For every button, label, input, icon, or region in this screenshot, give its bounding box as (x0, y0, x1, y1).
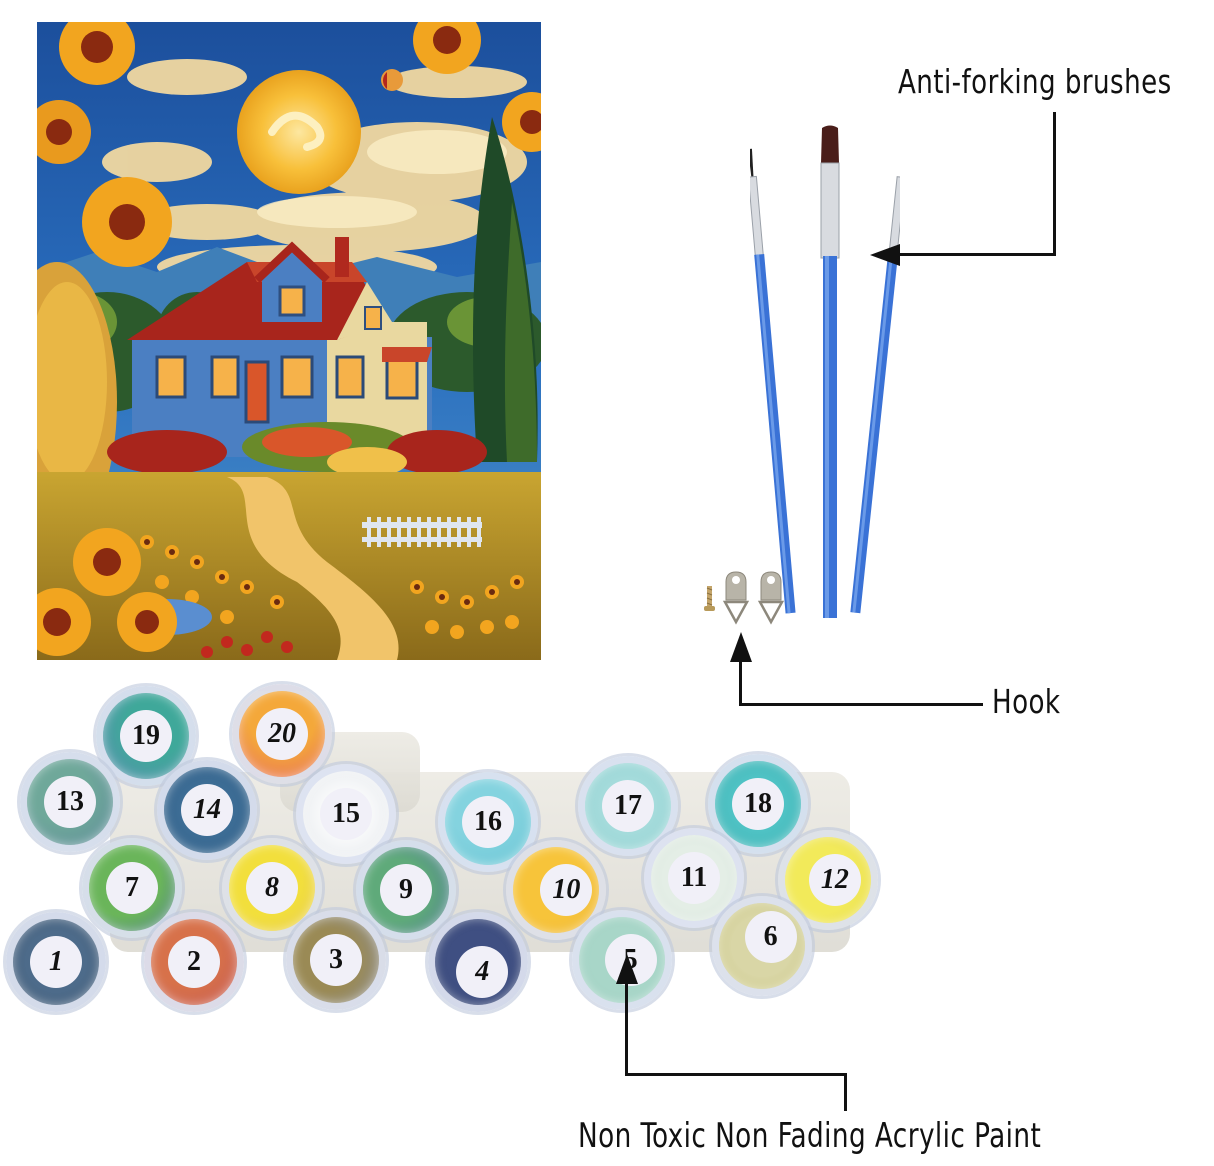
arrow-left-icon (870, 244, 900, 266)
paint-pot-number: 3 (310, 934, 362, 986)
paint-pot-number: 8 (246, 862, 298, 914)
paint-pot-4: 4 (428, 912, 528, 1012)
arrow-up-icon (616, 954, 638, 984)
paint-pot-palette: 19 20 13 14 15 16 17 18 7 8 9 10 11 12 1 (0, 672, 900, 1052)
hook-label: Hook (992, 682, 1061, 721)
paint-pot-1: 1 (6, 912, 106, 1012)
paint-callout-line-vertical (625, 982, 628, 1076)
paint-pot-15: 15 (296, 764, 396, 864)
paint-pot-number: 9 (380, 864, 432, 916)
paint-pot-number: 1 (30, 936, 82, 988)
paint-pot-number: 12 (808, 854, 861, 906)
paint-pot-number: 11 (668, 852, 720, 904)
paint-pot-18: 18 (708, 754, 808, 854)
paint-pot-number: 19 (120, 710, 172, 762)
paint-pot-number: 6 (744, 911, 797, 964)
paint-pot-2: 2 (144, 912, 244, 1012)
paint-pot-number: 10 (540, 864, 593, 916)
paint-pot-number: 17 (602, 780, 654, 832)
paint-pot-number: 14 (181, 784, 233, 836)
cottage-sunflower-painting-image (37, 22, 541, 660)
paint-pot-16: 16 (438, 772, 538, 872)
paint-pot-3: 3 (286, 910, 386, 1010)
brushes-callout-line-horizontal (895, 253, 1056, 256)
paint-pot-5: 5 (572, 910, 672, 1010)
paint-pot-number: 20 (256, 708, 308, 760)
paint-callout-line-drop (844, 1073, 847, 1111)
paintbrush-icon (747, 125, 907, 618)
hook-callout-line-vertical (739, 660, 742, 706)
paint-pot-6: 6 (712, 896, 812, 996)
paint-pot-number: 16 (462, 796, 514, 848)
paint-pot-number: 13 (44, 776, 96, 828)
hanging-hooks (698, 570, 798, 630)
paint-pot-13: 13 (20, 752, 120, 852)
paint-pot-9: 9 (356, 840, 456, 940)
paintbrush-set (747, 118, 907, 628)
paint-pot-11: 11 (644, 828, 744, 928)
hanging-hook-icon (704, 571, 785, 625)
paint-callout-line-horizontal (625, 1073, 847, 1076)
painting-preview (37, 22, 541, 660)
paint-pot-number: 4 (456, 946, 509, 999)
hook-callout-line-horizontal (739, 703, 983, 706)
brushes-label: Anti-forking brushes (898, 62, 1172, 101)
paint-pot-number: 2 (168, 936, 220, 988)
paint-pot-number: 18 (732, 778, 784, 830)
brushes-callout-line-vertical (1053, 112, 1056, 256)
paint-label: Non Toxic Non Fading Acrylic Paint (578, 1116, 1042, 1156)
paint-pot-14: 14 (157, 760, 257, 860)
paint-pot-20: 20 (232, 684, 332, 784)
paint-pot-number: 15 (320, 788, 372, 840)
arrow-up-icon (730, 632, 752, 662)
paint-pot-number: 7 (106, 862, 158, 914)
